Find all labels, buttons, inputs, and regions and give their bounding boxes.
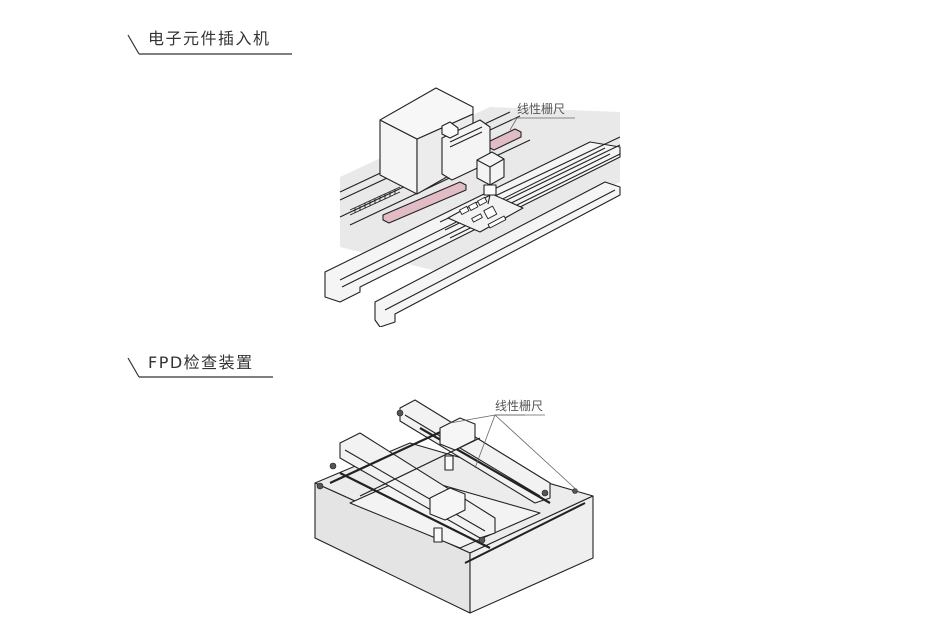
- ball-screw: [349, 186, 401, 216]
- probe-upper: [444, 455, 454, 471]
- carriage-block-lower: [429, 487, 466, 521]
- section-title: 电子元件插入机: [148, 29, 271, 48]
- linear-scale-cross-1: [329, 422, 461, 484]
- section-heading-inserter: 电子元件插入机: [0, 0, 951, 60]
- linear-scale-long-2: [339, 472, 491, 549]
- carriage-block-upper: [439, 417, 476, 451]
- nozzle: [483, 184, 497, 196]
- section-title: FPD检查装置: [148, 353, 254, 372]
- front-rail-right: [374, 181, 621, 327]
- base-frame-right: [469, 495, 594, 614]
- callout-linear-scale: 线性栅尺: [495, 398, 543, 413]
- probe-lower: [433, 527, 443, 543]
- linear-scale-front: [382, 181, 467, 224]
- bolts: [316, 409, 578, 544]
- heading-rule: [127, 34, 292, 55]
- gantry-rail-right: [399, 399, 551, 504]
- head-box-top: [379, 87, 474, 140]
- heading-rule: [127, 357, 273, 378]
- callout-linear-scale: 线性栅尺: [517, 101, 565, 116]
- slide-top-block: [441, 121, 459, 139]
- section-heading-fpd: FPD检查装置: [0, 330, 951, 390]
- fpd-inspection-device-illustration: 线性栅尺: [314, 398, 594, 614]
- pcb-components: [459, 196, 507, 229]
- electronic-component-inserter-illustration: 线性栅尺: [324, 87, 621, 327]
